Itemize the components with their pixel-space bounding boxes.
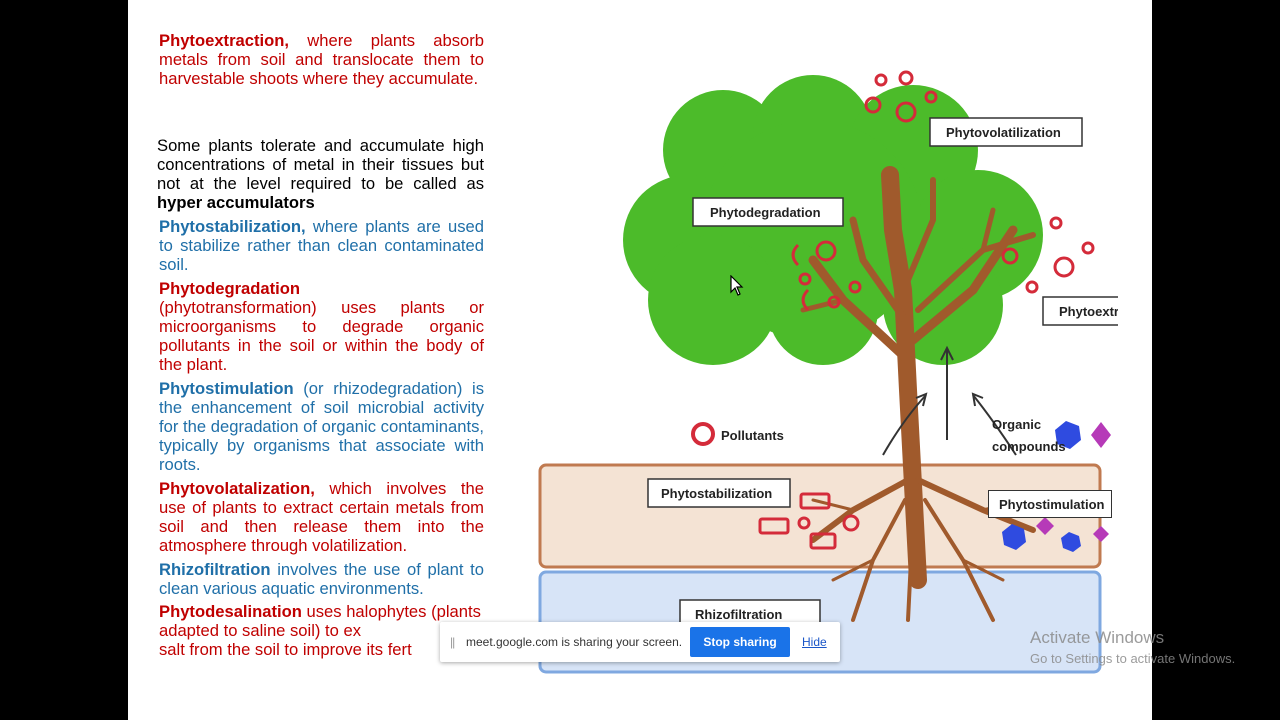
definition-rhizofiltration: involves the use of plant to clean vario… — [159, 560, 484, 598]
organic-purple-legend-icon — [1091, 422, 1111, 448]
term-phytostimulation: Phytostimulation — [159, 379, 294, 398]
legend-pollutants-label: Pollutants — [721, 428, 784, 443]
uptake-arrows — [882, 345, 1017, 456]
text-hyperaccumulators-intro: Some plants tolerate and accumulate high… — [157, 136, 484, 193]
label-phytovolatilization: Phytovolatilization — [929, 117, 1083, 147]
drag-handle-icon[interactable]: || — [450, 635, 455, 649]
definition-phytodesalination-cont: salt from the soil to improve its fert — [159, 640, 412, 659]
term-phytovolatalization: Phytovolatalization, — [159, 479, 315, 498]
definition-phytostimulation: (or rhizodegradation) is the enhancement… — [159, 379, 484, 474]
pollutant-legend-icon — [691, 422, 715, 446]
label-phytoextraction: Phytoextraction — [1042, 296, 1118, 326]
label-phytovolatilization-text: Phytovolatilization — [946, 125, 1061, 140]
definition-phytovolatalization: which involves the use of plants to extr… — [159, 479, 484, 555]
hide-link[interactable]: Hide — [802, 635, 827, 649]
definition-phytostabilization: where plants are used to stabilize rathe… — [159, 217, 484, 274]
term-phytostabilization: Phytostabilization, — [159, 217, 306, 236]
paragraph-phytostabilization: Phytostabilization, where plants are use… — [159, 217, 484, 274]
legend-organic: Organic compounds — [1055, 421, 1111, 449]
label-phytostimulation-text: Phytostimulation — [999, 497, 1105, 512]
share-status-text: meet.google.com is sharing your screen. — [466, 635, 683, 649]
activate-windows-watermark: Activate Windows Go to Settings to activ… — [1030, 628, 1235, 666]
organic-blue-legend-icon — [1055, 421, 1081, 449]
term-phytoextraction: Phytoextraction, — [159, 31, 290, 50]
label-phytodegradation-text: Phytodegradation — [710, 205, 821, 220]
stop-sharing-button[interactable]: Stop sharing — [690, 627, 790, 657]
label-phytostimulation-box: Phytostimulation — [988, 490, 1112, 518]
label-phytostabilization-text: Phytostabilization — [661, 486, 772, 501]
watermark-subtitle: Go to Settings to activate Windows. — [1030, 651, 1236, 666]
paragraph-phytodegradation: Phytodegradation(phytotransformation) us… — [159, 279, 484, 374]
legend-organic-text-line1: Organic — [992, 417, 1042, 432]
term-rhizofiltration: Rhizofiltration — [159, 560, 271, 579]
paragraph-rhizofiltration: Rhizofiltration involves the use of plan… — [159, 560, 484, 598]
mouse-cursor-icon — [730, 275, 744, 296]
legend-pollutants: Pollutants — [691, 422, 784, 446]
term-phytodesalination: Phytodesalination — [159, 602, 302, 621]
definition-phytoextraction: where plants absorb metals from soil and… — [159, 31, 484, 88]
legend-organic-text-line2: compounds — [992, 439, 1066, 454]
paragraph-phytovolatalization: Phytovolatalization, which involves the … — [159, 479, 484, 555]
phytoremediation-diagram: Pollutants Organic compounds Phytovolati… — [538, 70, 1118, 674]
pollutant-markers — [758, 70, 1095, 550]
label-phytoextraction-text: Phytoextraction — [1059, 304, 1118, 319]
label-phytodegradation: Phytodegradation — [692, 197, 844, 227]
term-hyper-accumulators: hyper accumulators — [157, 193, 315, 212]
definition-phytodesalination: uses halophytes (plants adapted to salin… — [159, 602, 481, 640]
paragraph-phytostimulation: Phytostimulation (or rhizodegradation) i… — [159, 379, 484, 474]
organic-compound-markers — [1002, 500, 1109, 552]
watermark-title: Activate Windows — [1030, 628, 1165, 647]
paragraph-hyperaccumulators: Some plants tolerate and accumulate high… — [157, 136, 484, 212]
tree-trunk — [800, 166, 1036, 622]
slide: Phytoextraction, where plants absorb met… — [128, 0, 1152, 720]
term-phytodegradation: Phytodegradation — [159, 279, 301, 298]
label-phytostabilization: Phytostabilization — [647, 478, 791, 508]
paragraph-phytodesalination: Phytodesalination uses halophytes (plant… — [159, 602, 484, 659]
label-rhizofiltration-text: Rhizofiltration — [695, 607, 782, 622]
legend-organic-text: Organic compounds — [992, 414, 1066, 458]
definition-phytodegradation: (phytotransformation) uses plants or mic… — [159, 298, 484, 374]
paragraph-phytoextraction: Phytoextraction, where plants absorb met… — [159, 31, 484, 88]
screen-share-bar[interactable]: || meet.google.com is sharing your scree… — [440, 622, 840, 662]
